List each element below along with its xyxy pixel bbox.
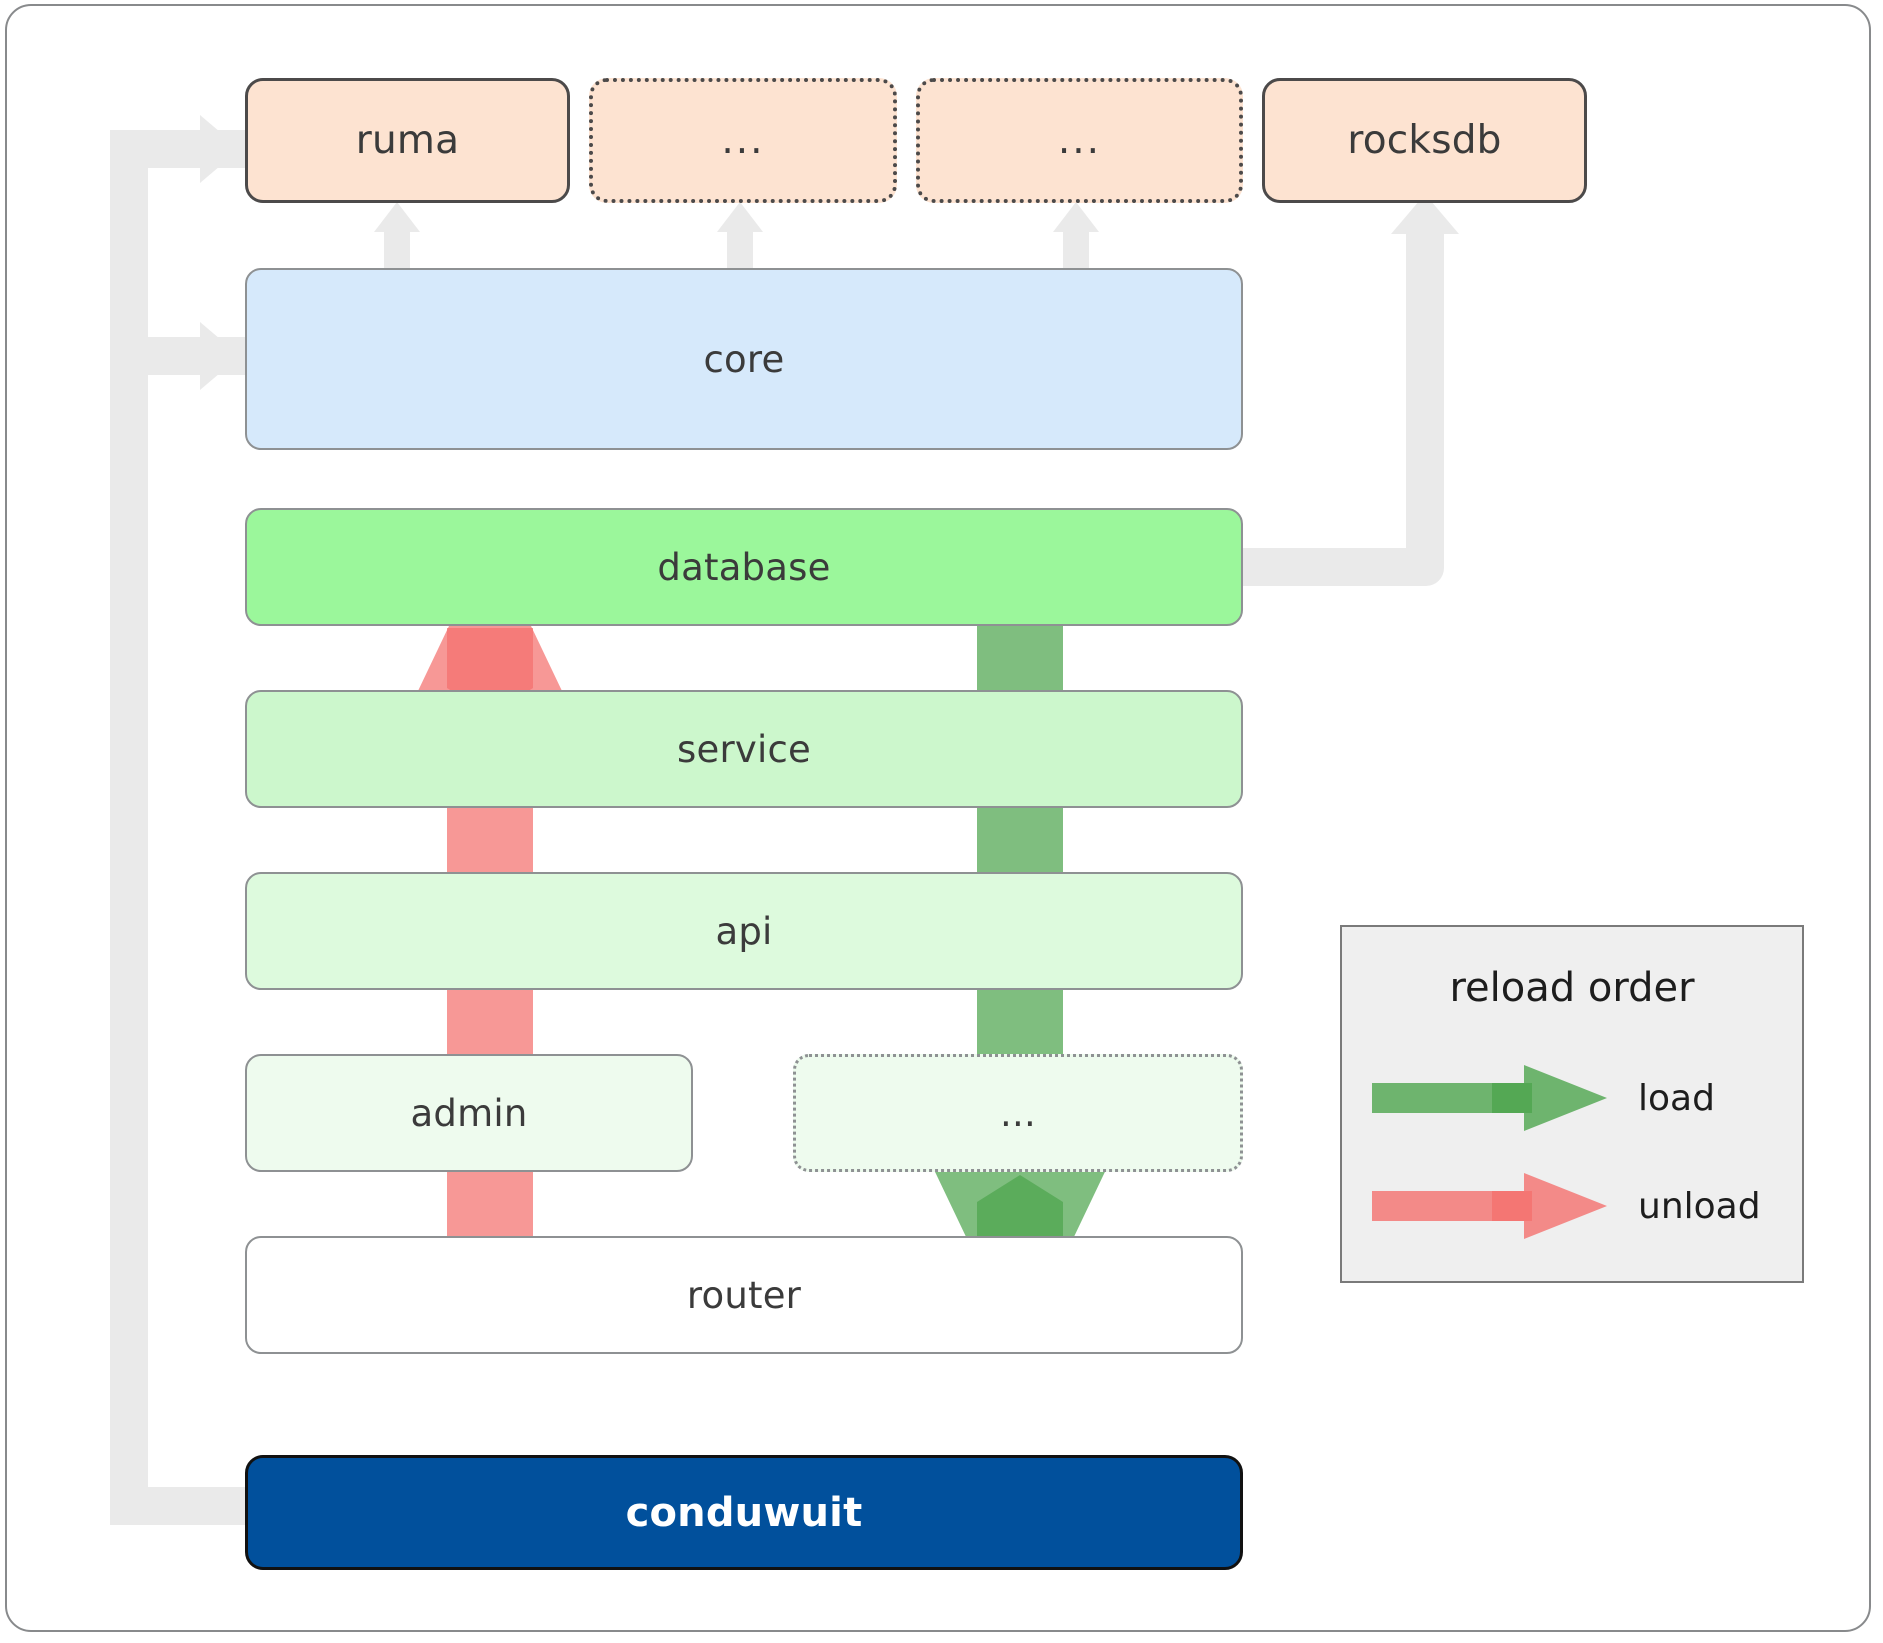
connector-database-to-rocksdb-horizontal — [1235, 548, 1425, 586]
connector-trunk-vertical — [110, 130, 148, 1525]
legend-row-unload: unload — [1372, 1163, 1782, 1249]
legend-row-load: load — [1372, 1055, 1782, 1141]
dependency-label-dep3: ... — [1057, 117, 1102, 163]
legend-panel: reload order load unload — [1340, 925, 1804, 1283]
connector-core-to-dep3-arrow — [1053, 202, 1099, 232]
layer-box-api[interactable]: api — [245, 872, 1243, 990]
dependency-box-ruma[interactable]: ruma — [245, 78, 570, 203]
connector-database-to-rocksdb-vertical — [1406, 225, 1444, 586]
layer-box-more[interactable]: ... — [793, 1054, 1243, 1172]
dependency-label-dep2: ... — [721, 117, 765, 163]
connector-core-to-dep2-arrow — [717, 202, 763, 232]
legend-load-arrow-icon — [1372, 1065, 1607, 1131]
layer-label-more: ... — [1000, 1091, 1036, 1135]
layer-label-admin: admin — [410, 1091, 528, 1135]
layer-box-admin[interactable]: admin — [245, 1054, 693, 1172]
conduwuit-label: conduwuit — [625, 1489, 863, 1536]
core-box[interactable]: core — [245, 268, 1243, 450]
core-label: core — [703, 337, 785, 381]
layer-label-service: service — [677, 727, 811, 771]
legend-label-load: load — [1638, 1077, 1715, 1119]
legend-unload-arrow-icon — [1372, 1173, 1607, 1239]
dependency-box-dep2[interactable]: ... — [589, 78, 897, 203]
layer-box-service[interactable]: service — [245, 690, 1243, 808]
layer-label-router: router — [686, 1273, 802, 1317]
legend-label-unload: unload — [1638, 1185, 1761, 1227]
connector-core-to-ruma-arrow — [374, 202, 420, 232]
dependency-box-dep3[interactable]: ... — [916, 78, 1243, 203]
conduwuit-box[interactable]: conduwuit — [245, 1455, 1243, 1570]
legend-title: reload order — [1449, 965, 1695, 1011]
connector-trunk-to-conduwuit — [110, 1487, 255, 1525]
layer-label-database: database — [657, 545, 831, 589]
connector-arrow-core — [200, 322, 240, 390]
dependency-box-rocksdb[interactable]: rocksdb — [1262, 78, 1587, 203]
dependency-label-rocksdb: rocksdb — [1347, 118, 1502, 163]
layer-box-router[interactable]: router — [245, 1236, 1243, 1354]
layer-label-api: api — [715, 909, 773, 953]
layer-box-database[interactable]: database — [245, 508, 1243, 626]
dependency-label-ruma: ruma — [355, 118, 460, 163]
connector-arrow-ruma — [200, 115, 240, 183]
